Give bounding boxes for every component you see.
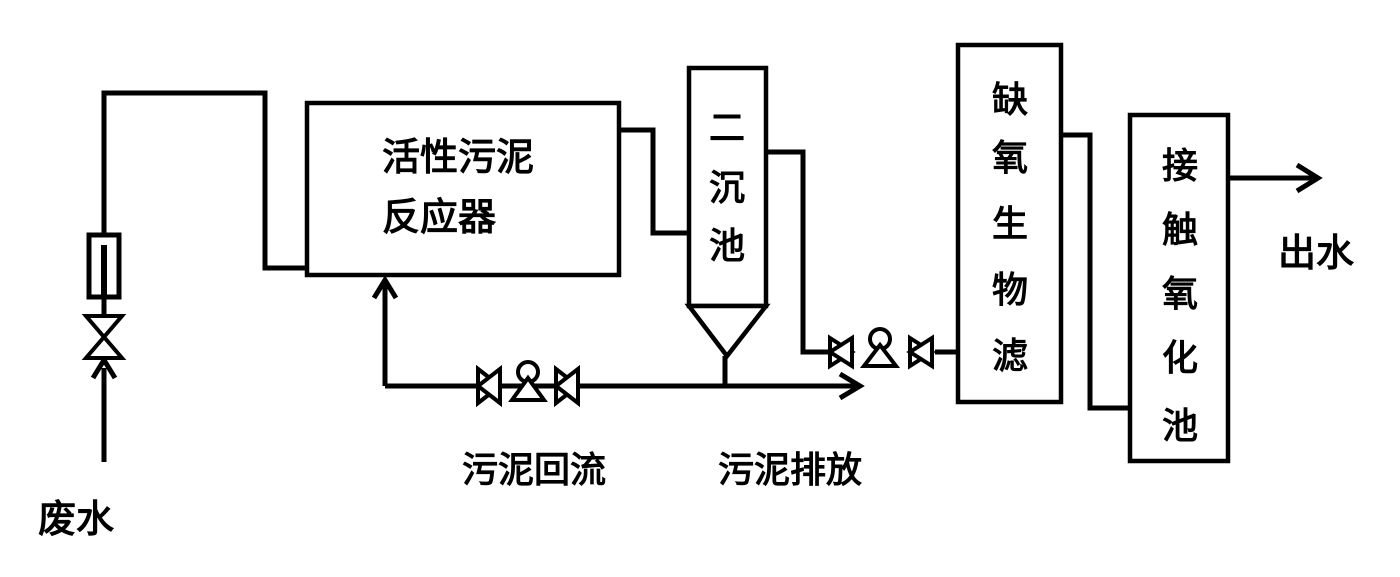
anoxic-char-4: 物 — [992, 270, 1028, 311]
clarifier-char-3: 池 — [709, 226, 745, 267]
reactor-label-line2: 反应器 — [382, 195, 497, 239]
contact-char-5: 池 — [1162, 406, 1198, 447]
reactor-to-clarifier-pipe — [620, 127, 700, 236]
sludge-discharge-label: 污泥排放 — [718, 450, 862, 491]
wastewater-in-label: 废水 — [38, 497, 115, 541]
secondary-clarifier — [684, 65, 771, 360]
sludge-discharge-arrowhead — [838, 371, 865, 401]
inlet-valve-icon — [81, 314, 127, 360]
contact-char-1: 接 — [1162, 146, 1198, 187]
anoxic-char-5: 滤 — [992, 336, 1028, 377]
contact-char-4: 化 — [1162, 338, 1198, 379]
sludge-pump-icon — [508, 360, 548, 402]
sludge-valve-right-icon — [552, 364, 582, 408]
effluent-out-label: 出水 — [1278, 231, 1355, 275]
inlet-pipe — [101, 90, 305, 462]
anoxic-char-3: 生 — [992, 204, 1028, 245]
contact-oxidation-tank — [1127, 112, 1231, 464]
contact-char-3: 氧 — [1162, 274, 1198, 315]
filter-to-contact-pipe — [1062, 132, 1130, 411]
feed-valve-left-icon — [826, 334, 856, 370]
flowmeter-icon — [86, 232, 122, 316]
anoxic-bio-filter — [955, 42, 1064, 405]
sludge-line — [385, 356, 855, 389]
clarifier-char-1: 二 — [709, 108, 745, 149]
clarifier-char-2: 沉 — [709, 168, 745, 209]
contact-char-2: 触 — [1162, 210, 1198, 251]
feed-valve-right-icon — [906, 334, 936, 370]
feed-pump-icon — [859, 327, 901, 368]
activated-sludge-reactor — [304, 100, 622, 278]
sludge-return-arrowhead — [371, 275, 399, 300]
sludge-valve-left3-icon — [474, 364, 502, 408]
anoxic-char-1: 缺 — [992, 80, 1028, 121]
anoxic-char-2: 氧 — [992, 138, 1028, 179]
clarifier-to-filter-pipe — [765, 149, 830, 355]
reactor-label-line1: 活性污泥 — [382, 135, 534, 179]
effluent-arrowhead — [1295, 162, 1323, 194]
sludge-return-label: 污泥回流 — [462, 450, 606, 491]
